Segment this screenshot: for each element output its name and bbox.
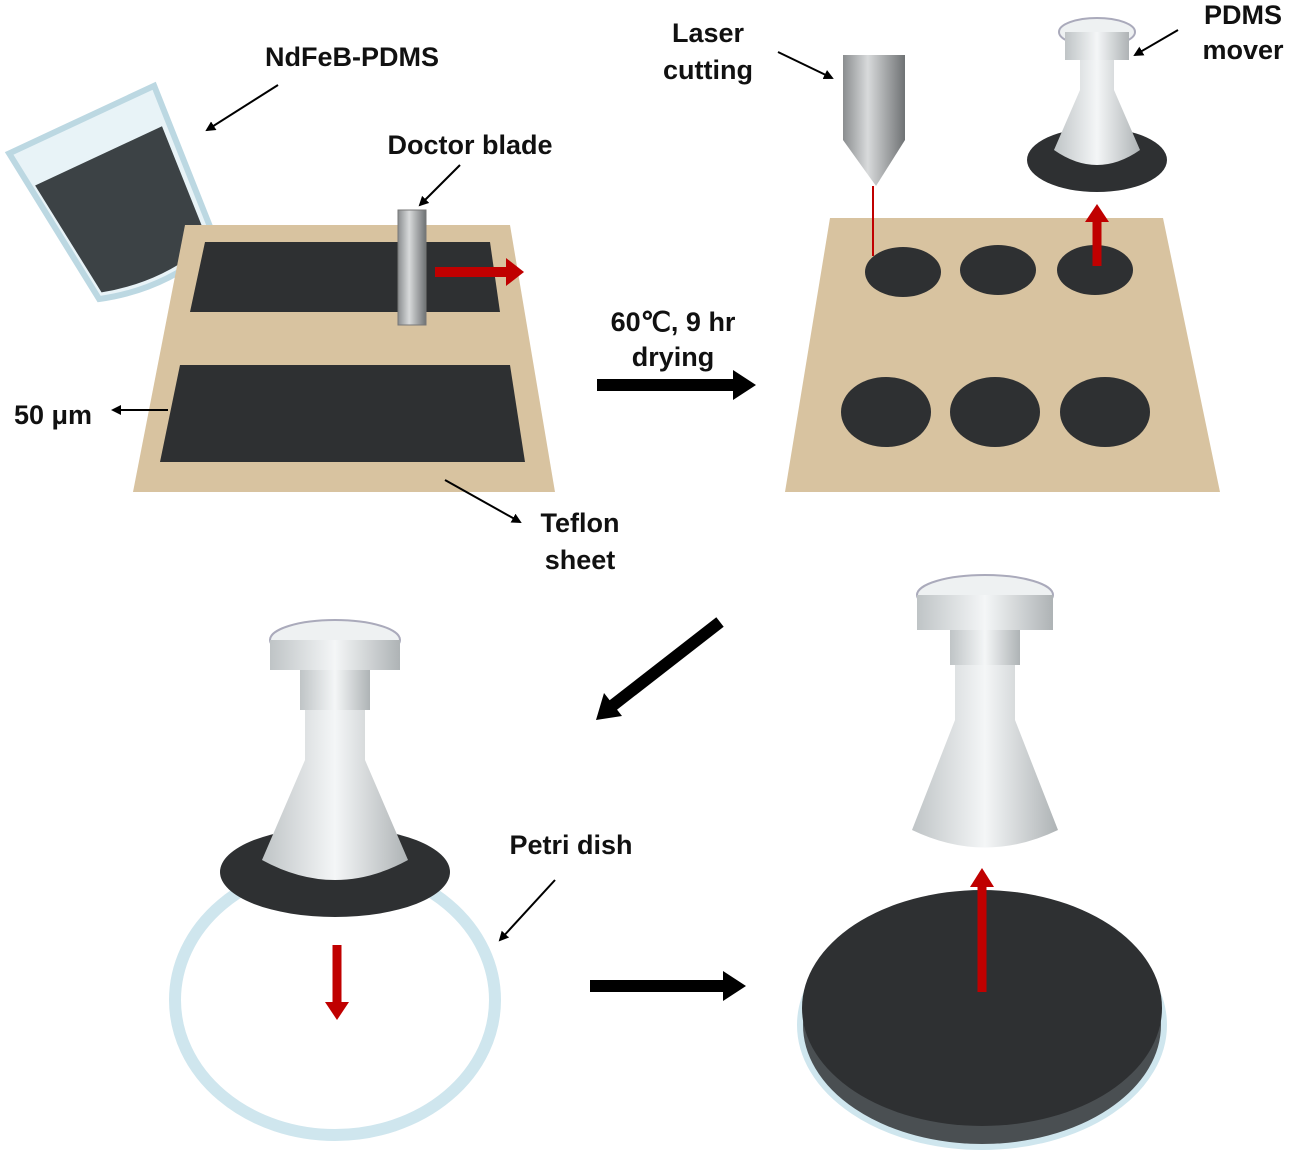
label-laser-2: cutting (663, 55, 753, 85)
label-teflon-2: sheet (545, 545, 616, 575)
pointer-doctor-blade (418, 164, 461, 207)
blade-direction-arrowhead (506, 258, 524, 286)
pointer-ndfeb (205, 84, 279, 132)
film-strip-bottom (160, 365, 525, 462)
teflon-sheet-right (785, 218, 1220, 492)
doctor-blade-icon (397, 209, 427, 326)
label-pdms-1: PDMS (1204, 0, 1282, 30)
pointer-pdms (1133, 29, 1179, 57)
beaker-icon (4, 81, 221, 303)
teflon-sheet-left (133, 225, 555, 492)
label-laser-1: Laser (672, 18, 745, 48)
pointer-teflon (444, 479, 522, 523)
magnetic-disk-in-dish (797, 890, 1167, 1150)
process-arrow-2 (608, 617, 724, 711)
pointer-laser (777, 51, 834, 80)
cut-disk (950, 377, 1040, 447)
label-doctor-blade: Doctor blade (387, 130, 552, 160)
label-ndfeb-pdms: NdFeB-PDMS (265, 42, 439, 72)
label-teflon-1: Teflon (541, 508, 620, 538)
lift-arrowhead-small (1085, 204, 1109, 222)
pdms-mover-small (1027, 17, 1167, 192)
cut-disk (865, 247, 941, 297)
process-arrowhead-1 (733, 370, 756, 400)
label-pdms-2: mover (1202, 35, 1284, 65)
lift-arrowhead-large (970, 868, 994, 887)
cut-disk (841, 377, 931, 447)
pointer-petri-dish (498, 879, 556, 942)
pdms-mover-lifted (912, 574, 1058, 848)
label-petri-dish: Petri dish (509, 830, 632, 860)
press-arrowhead (325, 1002, 349, 1020)
cut-disk (1060, 377, 1150, 447)
process-arrowhead-2 (596, 693, 622, 720)
cut-disk (1057, 245, 1133, 295)
cut-disk (960, 245, 1036, 295)
pdms-mover-with-disk (220, 619, 450, 917)
process-arrowhead-3 (723, 971, 746, 1001)
label-drying-1: 60℃, 9 hr (611, 307, 736, 337)
label-thickness: 50 μm (14, 400, 92, 430)
label-drying-2: drying (632, 342, 715, 372)
laser-head-icon (843, 55, 905, 256)
